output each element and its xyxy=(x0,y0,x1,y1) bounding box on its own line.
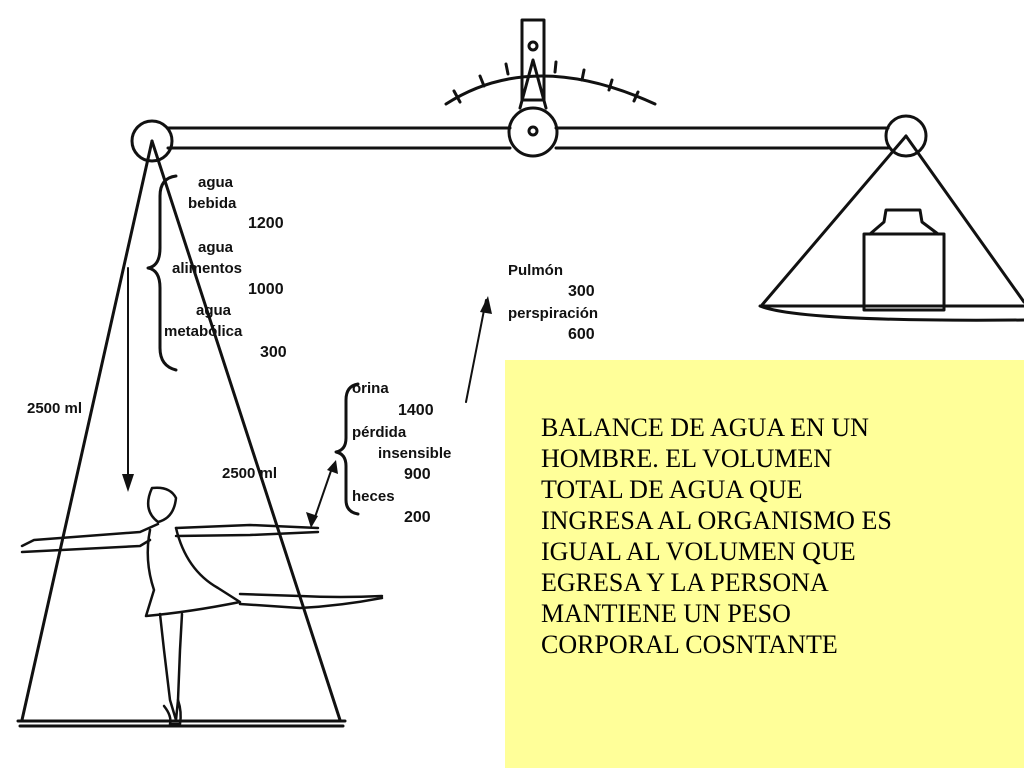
output-total-label: 2500 ml xyxy=(222,465,278,482)
water-food-value: 1000 xyxy=(248,281,284,298)
explanation-text: BALANCE DE AGUA EN UN HOMBRE. EL VOLUMEN… xyxy=(541,413,892,659)
water-drink-value: 1200 xyxy=(248,215,284,232)
water-food-label-2: alimentos xyxy=(172,260,243,277)
arrow-head-down xyxy=(122,474,134,492)
explanation-box: BALANCE DE AGUA EN UN HOMBRE. EL VOLUMEN… xyxy=(505,360,1024,768)
insensible-loss-value: 900 xyxy=(404,466,431,483)
water-meta-label-1: agua xyxy=(196,302,232,319)
arrow-head-up xyxy=(480,296,492,314)
perspiration-label: perspiración xyxy=(508,305,599,322)
flow-arrows xyxy=(127,267,487,521)
urine-label: orina xyxy=(352,380,389,397)
lung-label: Pulmón xyxy=(508,262,563,279)
water-drink-label-2: bebida xyxy=(188,195,237,212)
lung-value: 300 xyxy=(568,283,595,300)
feces-value: 200 xyxy=(404,509,431,526)
water-meta-label-2: metabólica xyxy=(164,323,243,340)
arrow-head-output xyxy=(327,460,338,474)
feces-label: heces xyxy=(352,488,395,505)
scale-beam xyxy=(130,106,928,163)
intake-total-label: 2500 ml xyxy=(27,400,83,417)
perspiration-value: 600 xyxy=(568,326,595,343)
scale-pointer xyxy=(444,18,657,110)
right-pan xyxy=(758,134,1024,322)
urine-value: 1400 xyxy=(398,402,434,419)
ballerina-figure xyxy=(20,486,384,726)
insensible-loss-label-1: pérdida xyxy=(352,424,407,441)
water-food-label-1: agua xyxy=(198,239,234,256)
water-meta-value: 300 xyxy=(260,344,287,361)
insensible-loss-label-2: insensible xyxy=(378,445,452,462)
arrow-head-body xyxy=(306,512,318,528)
intake-brace xyxy=(146,174,178,372)
water-drink-label-1: agua xyxy=(198,174,234,191)
output-brace xyxy=(334,382,360,516)
